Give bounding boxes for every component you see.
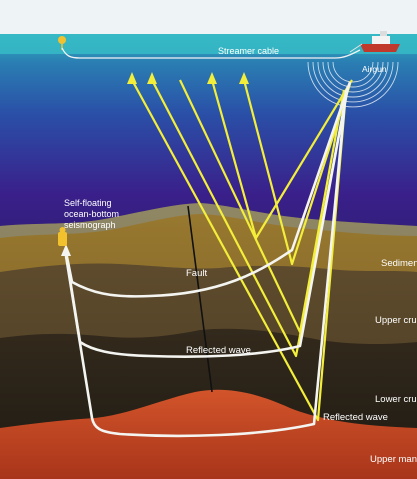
seafloor-haze [0,203,417,238]
sediment-label: Sediment [381,258,417,269]
reflected-rays [64,81,352,438]
airgun-wavefronts [307,61,399,108]
upper-crust-label: Upper crust [375,315,417,326]
white-ray-lower-crust [64,89,348,438]
airgun-label: Airgun [362,64,387,74]
yellow-ray-4 [131,79,348,422]
lower-crust-label: Lower crust [375,394,417,405]
yellow-ray-2 [242,79,352,266]
seismograph-label-line-1: Self-floating [64,198,112,208]
seismograph-icon [58,227,67,246]
streamer-cable [61,47,361,59]
ship-icon [349,31,400,53]
reflected-wave-label-1: Reflected wave [186,345,251,356]
upper-mantle-label: Upper mantle [370,454,417,465]
sea-surface [0,34,417,54]
white-arrowhead [61,244,71,256]
streamer-cable-label: Streamer cable [218,46,279,56]
white-ray-sediment [64,81,352,298]
ray-arrowheads [127,72,249,84]
reflected-wave-label-2: Reflected wave [323,412,388,423]
yellow-ray-5 [179,79,346,334]
seismograph-label-line-3: seismograph [64,220,116,230]
fault-label: Fault [186,268,207,279]
fault-line [187,205,213,393]
white-ray-upper-crust [64,85,350,358]
sky-band [0,0,417,34]
seismograph-label-line-2: ocean-bottom [64,209,119,219]
